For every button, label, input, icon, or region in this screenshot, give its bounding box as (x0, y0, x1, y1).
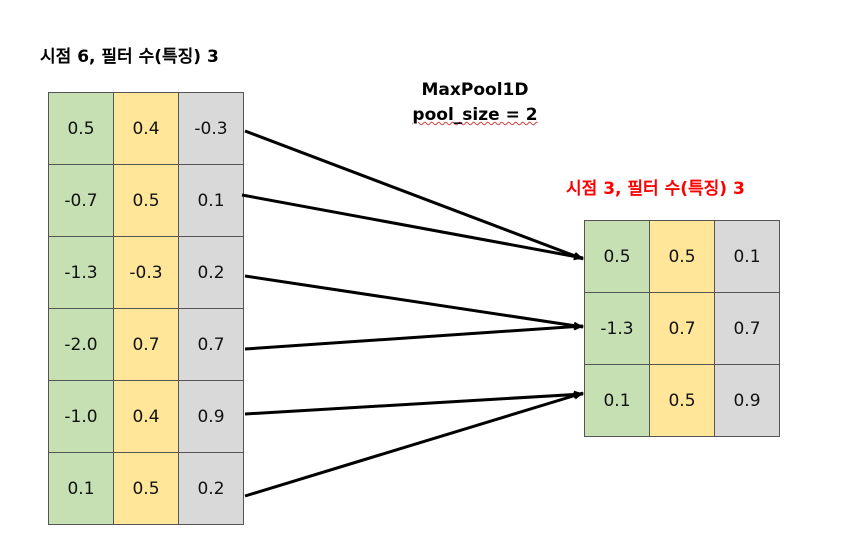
input-cell: -1.3 (48, 236, 114, 309)
input-cell: -2.0 (48, 308, 114, 381)
output-cell: 0.1 (584, 364, 650, 437)
output-cell: 0.5 (584, 220, 650, 293)
arrow-row1-to-out1 (244, 129, 584, 261)
arrow-row2-to-out1 (241, 193, 584, 261)
output-shape-title: 시점 3, 필터 수(특징) 3 (566, 179, 745, 199)
operation-label: MaxPool1D pool_size = 2 (400, 78, 550, 128)
input-row: -0.7 0.5 0.1 (48, 164, 244, 237)
input-cell: 0.5 (113, 164, 179, 237)
output-matrix: 0.5 0.5 0.1 -1.3 0.7 0.7 0.1 0.5 0.9 (584, 220, 780, 437)
input-row: -1.3 -0.3 0.2 (48, 236, 244, 309)
output-cell: 0.1 (714, 220, 780, 293)
input-row: -2.0 0.7 0.7 (48, 308, 244, 381)
input-shape-title: 시점 6, 필터 수(특징) 3 (40, 47, 219, 67)
input-cell: 0.1 (48, 452, 114, 525)
output-cell: 0.7 (649, 292, 715, 365)
input-cell: 0.4 (113, 380, 179, 453)
output-row: -1.3 0.7 0.7 (584, 292, 780, 365)
input-cell: 0.7 (113, 308, 179, 381)
input-row: 0.5 0.4 -0.3 (48, 92, 244, 165)
input-row: -1.0 0.4 0.9 (48, 380, 244, 453)
output-cell: 0.9 (714, 364, 780, 437)
operation-param: pool_size = 2 (412, 105, 538, 125)
output-cell: 0.7 (714, 292, 780, 365)
arrow-row5-to-out3 (244, 390, 584, 416)
input-matrix: 0.5 0.4 -0.3 -0.7 0.5 0.1 -1.3 -0.3 0.2 … (48, 92, 244, 525)
input-cell: -0.3 (178, 92, 244, 165)
input-cell: 0.7 (178, 308, 244, 381)
input-cell: 0.1 (178, 164, 244, 237)
input-cell: -0.3 (113, 236, 179, 309)
arrow-row4-to-out2 (244, 322, 584, 351)
output-cell: -1.3 (584, 292, 650, 365)
input-cell: 0.2 (178, 236, 244, 309)
input-cell: 0.4 (113, 92, 179, 165)
output-cell: 0.5 (649, 364, 715, 437)
output-row: 0.5 0.5 0.1 (584, 220, 780, 293)
output-row: 0.1 0.5 0.9 (584, 364, 780, 437)
arrow-row3-to-out2 (244, 274, 584, 330)
input-cell: -0.7 (48, 164, 114, 237)
input-cell: 0.2 (178, 452, 244, 525)
input-cell: -1.0 (48, 380, 114, 453)
input-cell: 0.9 (178, 380, 244, 453)
output-cell: 0.5 (649, 220, 715, 293)
input-row: 0.1 0.5 0.2 (48, 452, 244, 525)
operation-name: MaxPool1D (421, 80, 529, 100)
arrow-row6-to-out3 (244, 391, 584, 498)
input-cell: 0.5 (113, 452, 179, 525)
